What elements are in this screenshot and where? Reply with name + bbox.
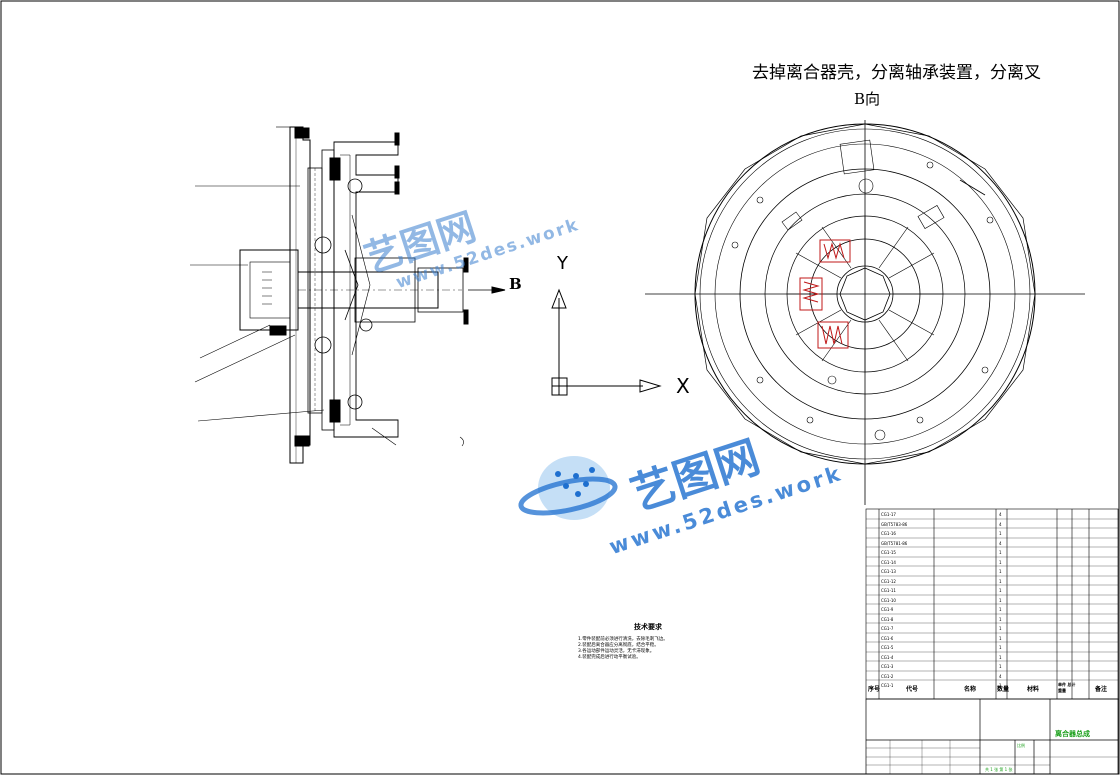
bom-code: CG1-5 <box>881 645 894 650</box>
bom-qty: 4 <box>999 521 1002 527</box>
bom-code: CG1-2 <box>881 673 894 679</box>
bom-qty: 1 <box>999 559 1002 565</box>
bom-qty: 4 <box>999 540 1002 546</box>
bom-qty: 1 <box>999 569 1002 574</box>
bom-qty: 1 <box>999 578 1002 584</box>
bom-row: CG1-2 4 <box>866 672 1116 682</box>
bom-code: CG1-8 <box>881 616 894 622</box>
section-view <box>190 126 506 464</box>
bom-code: CG1-11 <box>881 588 896 593</box>
drawing-title: 去掉离合器壳，分离轴承装置，分离叉 <box>752 63 1041 83</box>
bom-row: CG1-9 1 <box>866 605 1116 615</box>
title-block-sheet-label: 共 1 张 第 1 张 <box>985 767 1013 772</box>
bom-qty: 1 <box>999 616 1002 622</box>
title-block-grid <box>865 698 1119 775</box>
bom-row: CG1-14 1 <box>866 558 1116 568</box>
bom-qty: 1 <box>999 626 1002 631</box>
title-block-drawing-name: 离合器总成 <box>1055 730 1090 738</box>
ucs-x-label: X <box>676 374 690 398</box>
bom-qty: 1 <box>999 664 1002 669</box>
bom-row: CG1-16 1 <box>866 529 1116 539</box>
bom-code: CG1-10 <box>881 597 896 603</box>
bom-header-code: 代号 <box>906 686 919 693</box>
bom-row: GB/T5783-86 4 <box>866 520 1116 530</box>
bom-qty: 1 <box>999 550 1002 555</box>
bom-row: GB/T5781-86 4 <box>866 539 1116 549</box>
bom-code: CG1-3 <box>881 664 894 669</box>
bom-code: CG1-9 <box>881 607 894 612</box>
bom-qty: 1 <box>999 607 1002 612</box>
view-label: B向 <box>854 90 881 108</box>
notes-line: 4.装配完成后进行动平衡试验。 <box>578 655 641 660</box>
bom-header-material: 材料 <box>1027 686 1040 693</box>
bom-qty: 1 <box>999 645 1002 650</box>
bom-qty: 4 <box>999 673 1002 679</box>
bom-header-qty: 数量 <box>997 686 1010 693</box>
title-block-scale-label: 比例 <box>1017 743 1025 748</box>
bom-code: GB/T5781-86 <box>881 540 908 546</box>
bom-row: CG1-12 1 <box>866 577 1116 587</box>
notes-line: 3.各运动部件运动灵活，无卡滞现象。 <box>578 649 655 654</box>
bom-qty: 1 <box>999 597 1002 603</box>
bom-code: CG1-17 <box>881 512 896 517</box>
bom-row: CG1-10 1 <box>866 596 1116 606</box>
bom-code: GB/T5783-86 <box>881 521 908 527</box>
bom-code: CG1-16 <box>881 531 896 536</box>
bom-code: CG1-6 <box>881 635 894 641</box>
notes-heading: 技术要求 <box>634 623 662 631</box>
bom-header-index: 序号 <box>868 686 881 693</box>
bom-row: CG1-3 1 <box>866 662 1116 672</box>
bom-code: CG1-14 <box>881 559 896 565</box>
bom-row: CG1-4 1 <box>866 653 1116 663</box>
bom-qty: 1 <box>999 683 1002 688</box>
bom-header-remark: 备注 <box>1095 686 1108 693</box>
ucs-axis-icon <box>551 288 662 396</box>
notes-line: 2.装配后离合器应分离彻底，结合平稳。 <box>578 643 659 648</box>
bom-header-weight: 单件 总计 重量 <box>1058 682 1076 693</box>
bom-code: CG1-12 <box>881 578 896 584</box>
bom-row: CG1-15 1 <box>866 548 1116 558</box>
front-view <box>645 120 1085 505</box>
bom-code: CG1-15 <box>881 550 896 555</box>
bom-code: CG1-4 <box>881 654 894 660</box>
bom-row: CG1-5 1 <box>866 643 1116 653</box>
bom-code: CG1-7 <box>881 626 894 631</box>
watermark-globe-logo <box>518 456 618 520</box>
bom-row: CG1-17 4 <box>866 510 1116 520</box>
technical-notes: 技术要求 1.零件装配前必须进行清洗，去除毛刺飞边。 2.装配后离合器应分离彻底… <box>578 622 774 661</box>
bom-row: CG1-6 1 <box>866 634 1116 644</box>
bom-code: CG1-13 <box>881 569 896 574</box>
bom-code: CG1-1 <box>881 683 894 688</box>
bom-qty: 1 <box>999 635 1002 641</box>
bom-qty: 1 <box>999 654 1002 660</box>
bom-row: CG1-7 1 <box>866 624 1116 634</box>
bom-header: 序号 代号 名称 数量 材料 单件 总计 重量 备注 <box>866 680 1116 696</box>
bom-row: CG1-8 1 <box>866 615 1116 625</box>
bom-qty: 1 <box>999 588 1002 593</box>
bom-qty: 4 <box>999 512 1002 517</box>
bom-qty: 1 <box>999 531 1002 536</box>
section-arrow-label: B <box>509 275 522 293</box>
bom-row: CG1-11 1 <box>866 586 1116 596</box>
bom-row: CG1-1 1 <box>866 681 1116 691</box>
bom-table-grid <box>865 508 1119 700</box>
bom-header-name: 名称 <box>964 686 977 693</box>
bom-row: CG1-13 1 <box>866 567 1116 577</box>
notes-line: 1.零件装配前必须进行清洗，去除毛刺飞边。 <box>578 637 668 642</box>
ucs-y-label: Y <box>557 253 568 274</box>
